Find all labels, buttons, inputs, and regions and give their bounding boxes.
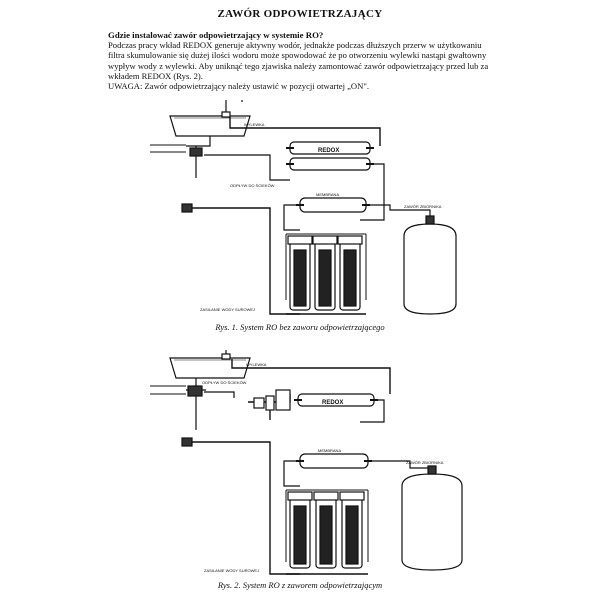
figure-1-diagram: WYLEWKA ODPŁYW DO ŚCIEKÓW REDOX MEMBRANA…	[150, 100, 457, 315]
figure-2-caption: Rys. 2. System RO z zaworem odpowietrzaj…	[217, 580, 383, 590]
figure-2-diagram: WYLEWKA ODPŁYW DO ŚCIEKÓW REDOX MEMBRANA…	[150, 350, 463, 575]
figure-1-caption: Rys. 1. System RO bez zaworu odpowietrza…	[215, 322, 385, 332]
membrane-label: MEMBRANA	[318, 448, 341, 453]
redox-label: REDOX	[318, 148, 339, 154]
figure-1: WYLEWKA ODPŁYW DO ŚCIEKÓW REDOX MEMBRANA…	[0, 100, 600, 325]
sink	[169, 115, 251, 137]
supply-label: ZASILANIE WODY SUROWEJ	[200, 307, 255, 312]
drain-label: ODPŁYW DO ŚCIEKÓW	[230, 183, 275, 188]
figure-2: WYLEWKA ODPŁYW DO ŚCIEKÓW REDOX MEMBRANA…	[0, 350, 600, 582]
faucet-label: WYLEWKA	[246, 362, 267, 367]
paragraph-text: Podczas pracy wkład REDOX generuje aktyw…	[108, 40, 489, 81]
storage-tank	[401, 473, 463, 571]
air-valve	[248, 389, 291, 420]
question-heading: Gdzie instalować zawór odpowietrzający w…	[108, 30, 324, 40]
membrane-housing	[299, 197, 367, 213]
warning-text: UWAGA: Zawór odpowietrzający należy usta…	[108, 81, 369, 92]
tank-valve-label: ZAWÓR ZBIORNIKA	[404, 204, 442, 209]
page-title: ZAWÓR ODPOWIETRZAJĄCY	[217, 8, 383, 20]
membrane-housing	[299, 453, 369, 469]
drain-label: ODPŁYW DO ŚCIEKÓW	[202, 380, 247, 385]
intro-text: Gdzie instalować zawór odpowietrzający w…	[108, 30, 498, 91]
supply-label: ZASILANIE WODY SUROWEJ	[204, 568, 259, 573]
prefilter-housings	[287, 491, 365, 569]
faucet-label: WYLEWKA	[244, 122, 265, 127]
tank-valve-label: ZAWÓR ZBIORNIKA	[406, 460, 444, 465]
redox-label: REDOX	[322, 400, 343, 406]
membrane-label: MEMBRANA	[316, 192, 339, 197]
storage-tank	[403, 223, 457, 315]
prefilter-housings	[287, 235, 363, 311]
